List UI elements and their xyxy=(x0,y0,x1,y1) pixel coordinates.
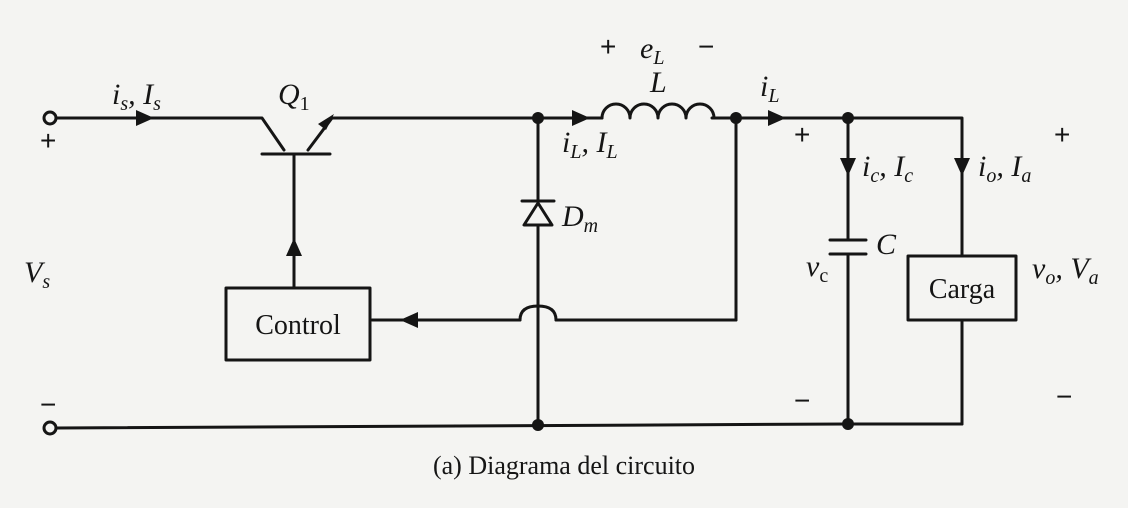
sign-output-plus-left: + xyxy=(794,119,810,150)
inductor-l-coil xyxy=(600,102,716,120)
junction-capacitor-top xyxy=(842,112,854,124)
arrow-inductor-current-in xyxy=(572,110,590,126)
junction-inductor-out xyxy=(730,112,742,124)
label-inductor-current-top: iL xyxy=(760,70,779,107)
sign-inductor-plus: + xyxy=(600,31,616,62)
diode-dm-triangle xyxy=(522,201,554,227)
wire-ground xyxy=(54,422,964,430)
sign-input-minus: − xyxy=(40,389,56,420)
load-block xyxy=(906,254,1018,322)
sign-output-minus-left: − xyxy=(794,385,810,416)
junction-node-a xyxy=(532,112,544,124)
arrow-capacitor-current xyxy=(840,158,856,176)
wire-feedback-crossover xyxy=(518,304,558,322)
junction-diode-ground xyxy=(532,419,544,431)
arrow-inductor-current-out xyxy=(768,110,786,126)
input-terminal-negative xyxy=(42,420,58,436)
label-source-voltage: Vs xyxy=(24,256,50,293)
input-terminal-positive xyxy=(42,110,58,126)
wire-inductor-to-output xyxy=(710,116,964,258)
arrow-source-current xyxy=(136,110,154,126)
arrow-feedback-to-control xyxy=(400,312,418,328)
label-capacitor-current: ic, Ic xyxy=(862,150,913,187)
arrow-control-to-base xyxy=(286,238,302,256)
label-output-voltage: vo, Va xyxy=(1032,252,1099,289)
diagram-caption: (a) Diagrama del circuito xyxy=(433,451,695,480)
sign-input-plus: + xyxy=(40,125,56,156)
sign-inductor-minus: − xyxy=(698,31,714,62)
arrow-load-current xyxy=(954,158,970,176)
label-inductor: L xyxy=(649,66,667,99)
label-inductor-current: iL, IL xyxy=(562,126,618,163)
label-load-current: io, Ia xyxy=(978,150,1031,187)
wire-q1-to-node-a xyxy=(306,116,540,152)
label-transistor-q1: Q1 xyxy=(278,78,310,115)
wire-input-top xyxy=(54,116,286,152)
label-capacitor-voltage: vc xyxy=(806,250,828,287)
control-block xyxy=(224,286,372,362)
label-diode: Dm xyxy=(561,200,598,237)
sign-output-minus-right: − xyxy=(1056,381,1072,412)
transistor-q1-emitter-arrow xyxy=(318,114,334,130)
label-source-current: is, Is xyxy=(112,78,161,115)
sign-output-plus-right: + xyxy=(1054,119,1070,150)
load-block-label: Carga xyxy=(929,274,996,305)
junction-capacitor-ground xyxy=(842,418,854,430)
label-capacitor: C xyxy=(876,228,897,261)
label-inductor-voltage: eL xyxy=(640,32,664,69)
control-block-label: Control xyxy=(255,310,341,341)
